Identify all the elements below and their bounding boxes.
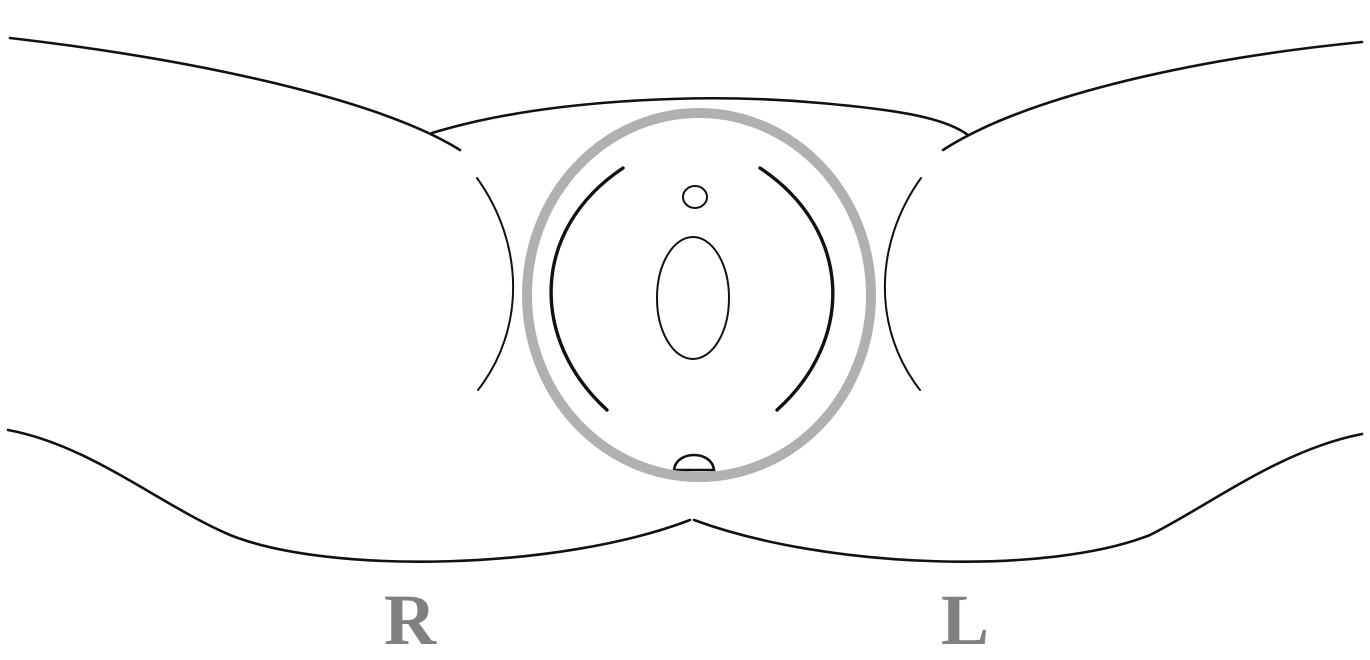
right-side-label: R (370, 580, 450, 660)
left-thigh-upper-contour (943, 42, 1362, 150)
vaginal-opening (657, 237, 729, 359)
clitoris-marker (683, 186, 707, 208)
anus-marker (674, 455, 714, 470)
highlight-ring (527, 113, 871, 477)
left-side-label: L (925, 580, 1005, 660)
right-labium-majus (551, 168, 623, 410)
left-groin-crease (885, 178, 921, 390)
right-thigh-upper-contour (10, 38, 460, 150)
left-labium-majus (760, 168, 833, 410)
left-thigh-lower-contour (694, 434, 1362, 562)
right-thigh-lower-contour (8, 430, 690, 562)
right-groin-crease (477, 178, 513, 390)
